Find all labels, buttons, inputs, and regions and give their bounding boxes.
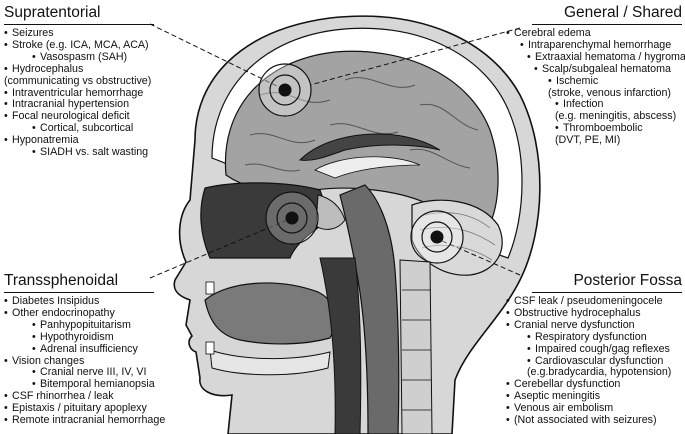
list-item: Remote intracranial hemorrhage bbox=[4, 414, 194, 427]
list-item: CSF rhinorrhea / leak bbox=[4, 390, 194, 403]
nasal-cavity bbox=[200, 182, 331, 259]
list-item: Scalp/subgaleal hematoma bbox=[506, 63, 682, 76]
list-item: Hyponatremia bbox=[4, 134, 184, 147]
list-item: Diabetes Insipidus bbox=[4, 295, 194, 308]
list-item: Adrenal insufficiency bbox=[4, 343, 194, 356]
list-item: CSF leak / pseudomeningocele bbox=[506, 295, 682, 308]
list-item: Extraaxial hematoma / hygroma bbox=[506, 51, 685, 64]
transsphenoidal-list: Diabetes Insipidus Other endocrinopathy … bbox=[4, 295, 194, 427]
posterior-fossa-panel: Posterior Fossa CSF leak / pseudomeningo… bbox=[506, 272, 682, 427]
list-item: Intracranial hypertension bbox=[4, 98, 184, 111]
corpus-callosum bbox=[298, 133, 441, 161]
list-item: Other endocrinopathy bbox=[4, 307, 194, 320]
list-item: Thromboembolic(DVT, PE, MI) bbox=[506, 122, 682, 147]
list-item: Bitemporal hemianopsia bbox=[4, 378, 194, 391]
teeth bbox=[205, 281, 215, 355]
list-item: Cardiovascular dysfunction(e.g.bradycard… bbox=[506, 355, 682, 380]
brainstem bbox=[339, 184, 400, 434]
general-shared-rule bbox=[532, 24, 682, 25]
list-item: Impaired cough/gag reflexes bbox=[506, 343, 682, 356]
general-shared-list: Cerebral edema Intraparenchymal hemorrha… bbox=[506, 27, 685, 147]
list-item: Vasospasm (SAH) bbox=[4, 51, 184, 64]
list-item: Hydrocephalus(communicating vs obstructi… bbox=[4, 63, 184, 88]
pharynx bbox=[319, 257, 362, 434]
transsphenoidal-panel: Transsphenoidal Diabetes Insipidus Other… bbox=[4, 272, 194, 427]
list-item: Venous air embolism bbox=[506, 402, 682, 415]
list-item: Stroke (e.g. ICA, MCA, ACA) bbox=[4, 39, 184, 52]
list-item: Epistaxis / pituitary apoplexy bbox=[4, 402, 194, 415]
general-shared-title: General / Shared bbox=[563, 4, 682, 21]
transsphenoidal-rule bbox=[4, 292, 154, 293]
list-item: Cerebellar dysfunction bbox=[506, 378, 682, 391]
list-item: Respiratory dysfunction bbox=[506, 331, 682, 344]
list-item: Aseptic meningitis bbox=[506, 390, 682, 403]
list-item: (Not associated with seizures) bbox=[506, 414, 682, 427]
mandible bbox=[209, 349, 331, 376]
transsphenoidal-title: Transsphenoidal bbox=[4, 272, 119, 289]
supratentorial-title: Supratentorial bbox=[4, 4, 101, 21]
list-item: SIADH vs. salt wasting bbox=[4, 146, 184, 159]
sphenoid-sinus bbox=[315, 194, 346, 230]
cerebellum-folia bbox=[419, 212, 496, 261]
list-item: Vision changes bbox=[4, 355, 194, 368]
list-item: Hypothyroidism bbox=[4, 331, 194, 344]
vertebrae bbox=[402, 289, 431, 411]
target-marker-icon bbox=[265, 191, 319, 245]
leader-general bbox=[309, 27, 521, 86]
supratentorial-panel: Supratentorial Seizures Stroke (e.g. ICA… bbox=[4, 4, 184, 159]
target-marker-icon bbox=[258, 63, 312, 117]
list-item: Focal neurological deficit bbox=[4, 110, 184, 123]
leader-posterior bbox=[439, 239, 521, 276]
list-item: Cerebral edema bbox=[506, 27, 682, 40]
spinal-column bbox=[399, 259, 433, 434]
list-item: Intraventricular hemorrhage bbox=[4, 87, 184, 100]
list-item: Ischemic(stroke, venous infarction) bbox=[506, 75, 682, 100]
posterior-fossa-rule bbox=[532, 292, 682, 293]
tongue bbox=[204, 282, 336, 345]
supratentorial-rule bbox=[4, 24, 154, 25]
ventricle bbox=[314, 156, 421, 179]
cerebellum bbox=[411, 199, 503, 276]
list-item: Cranial nerve dysfunction bbox=[506, 319, 682, 332]
general-shared-panel: General / Shared Cerebral edema Intrapar… bbox=[506, 4, 685, 147]
list-item: Obstructive hydrocephalus bbox=[506, 307, 682, 320]
list-item: Intraparenchymal hemorrhage bbox=[506, 39, 682, 52]
supratentorial-list: Seizures Stroke (e.g. ICA, MCA, ACA) Vas… bbox=[4, 27, 184, 159]
list-item: Cortical, subcortical bbox=[4, 122, 184, 135]
target-marker-icon bbox=[410, 210, 464, 264]
list-item: Infection(e.g. meningitis, abscess) bbox=[506, 98, 682, 123]
list-item: Panhypopituitarism bbox=[4, 319, 194, 332]
gyri-lines bbox=[244, 77, 479, 172]
list-item: Cranial nerve III, IV, VI bbox=[4, 366, 194, 379]
posterior-fossa-list: CSF leak / pseudomeningocele Obstructive… bbox=[506, 295, 682, 427]
list-item: Seizures bbox=[4, 27, 184, 40]
posterior-fossa-title: Posterior Fossa bbox=[573, 272, 682, 289]
